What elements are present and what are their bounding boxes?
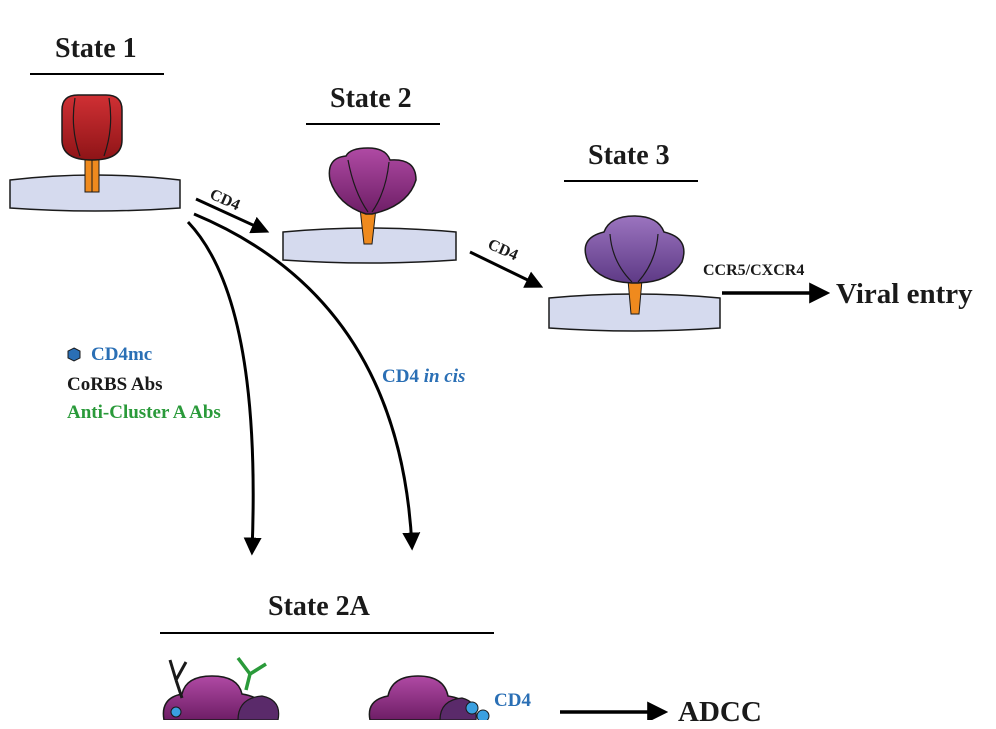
cd4-in-cis-label: CD4 in cis [382, 366, 465, 388]
cd4-in-cis-main: CD4 [382, 366, 424, 387]
cd4mc-bound-icon [170, 706, 182, 718]
anti-cluster-legend-label: Anti-Cluster A Abs [67, 402, 221, 423]
closed-trimer [61, 94, 123, 161]
corbs-legend-label: CoRBS Abs [67, 374, 163, 395]
arrow-state1-to-state2 [195, 197, 270, 234]
adcc-label: ADCC [678, 696, 762, 728]
arrow-state2-to-state3 [469, 250, 544, 288]
cd4mc-legend-label: CD4mc [91, 344, 153, 365]
membrane [282, 227, 457, 264]
state2a-env-cd4-in-cis [368, 675, 490, 720]
cd4-domain-icon [465, 701, 479, 715]
state2a-env-antibody-bound [162, 656, 280, 720]
partially-open-trimer [328, 147, 417, 215]
state1-env [9, 94, 181, 212]
state1-title: State 1 [55, 33, 137, 64]
open-trimer [584, 215, 685, 284]
cd4-bound-label: CD4 [494, 690, 531, 711]
corbs-antibody-icon [168, 659, 188, 699]
anti-cluster-a-antibody-icon [236, 656, 267, 691]
coreceptor-label: CCR5/CXCR4 [703, 262, 805, 279]
arrow-state1-to-state2a-left [186, 220, 262, 556]
viral-entry-label: Viral entry [836, 278, 973, 310]
transmembrane-stem [627, 279, 643, 315]
state2a-title: State 2A [268, 591, 370, 622]
state2-env [282, 147, 457, 264]
state3-title: State 3 [588, 140, 670, 171]
arrow-state1-to-state2a-right [193, 212, 421, 551]
cd4mc-hexagon-icon [67, 347, 81, 362]
cd4-in-cis-italic: in cis [423, 366, 466, 387]
state2-title: State 2 [330, 83, 412, 114]
membrane [9, 174, 181, 212]
state3-env [548, 215, 721, 332]
